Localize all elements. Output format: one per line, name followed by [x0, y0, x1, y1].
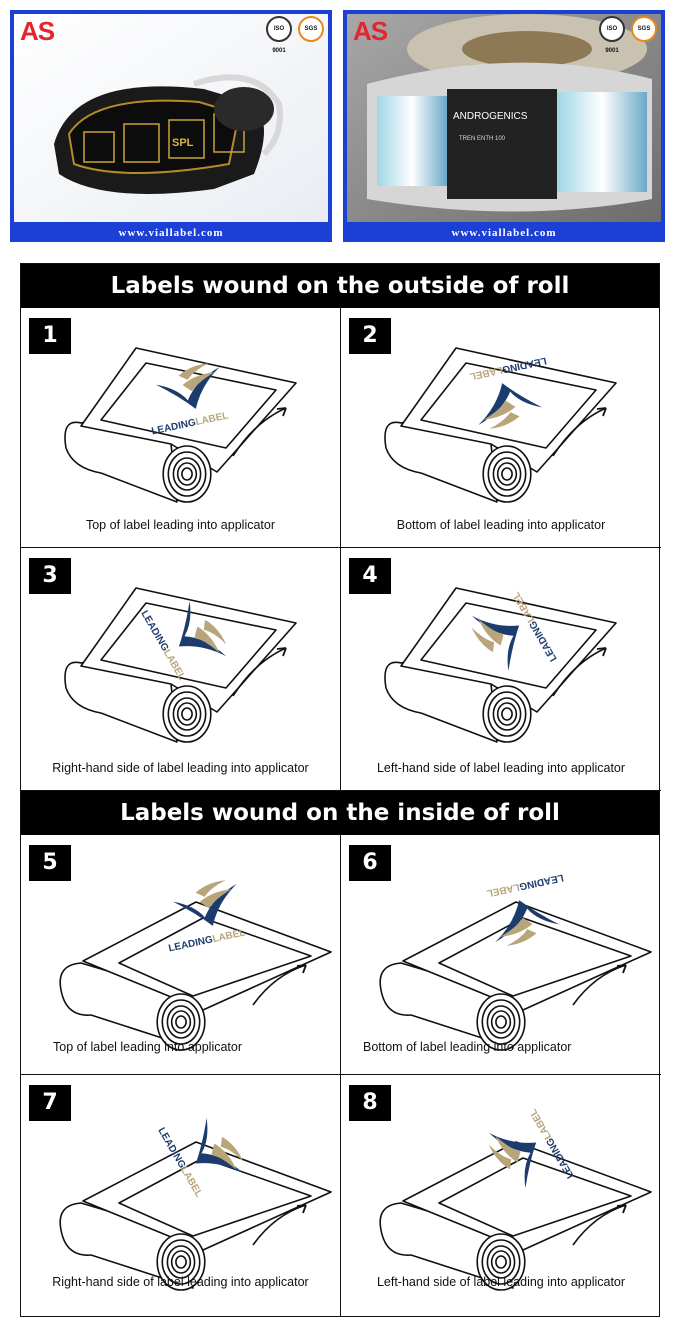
- winding-cell-5: 5 LEADINGLABEL Top of label leading into…: [21, 835, 341, 1075]
- cell-caption: Left-hand side of label leading into app…: [376, 761, 626, 775]
- photo-product-text: SPL: [172, 137, 194, 149]
- section-title-outside: Labels wound on the outside of roll: [21, 264, 659, 308]
- winding-cell-1: 1 LEADINGLABEL Top of label leading into…: [21, 308, 341, 548]
- cell-number: 8: [349, 1085, 391, 1121]
- sgs-cert-icon: SGS: [631, 16, 657, 42]
- roll-photo-spl: SPL: [14, 14, 328, 222]
- label-roll-photo: ANDROGENICS TREN ENTH 100: [347, 14, 661, 222]
- iso-cert-icon: ISO 9001: [266, 16, 292, 54]
- photo-url: www.viallabel.com: [451, 227, 557, 239]
- roll-diagram-4: LEADINGLABEL: [384, 587, 617, 743]
- cert-badges: ISO 9001 SGS: [599, 16, 657, 54]
- roll-diagram-2: LEADINGLABEL: [384, 347, 617, 503]
- photo-product-subtext: TREN ENTH 100: [459, 136, 506, 142]
- brand-logo: AS: [353, 16, 388, 46]
- photo-url: www.viallabel.com: [118, 227, 224, 239]
- cell-number: 6: [349, 845, 391, 881]
- cell-number: 1: [29, 318, 71, 354]
- section-title-inside: Labels wound on the inside of roll: [21, 791, 659, 835]
- winding-cell-6: 6 LEADINGLABEL Bottom of label leading i…: [341, 835, 661, 1075]
- roll-diagram-5: LEADINGLABEL: [59, 880, 332, 1051]
- cell-caption: Right-hand side of label leading into ap…: [52, 761, 309, 775]
- cell-caption: Top of label leading into applicator: [53, 1040, 243, 1054]
- cell-number: 4: [349, 558, 391, 594]
- iso-cert-icon: ISO 9001: [599, 16, 625, 54]
- photo-panel-left: SPL AS ISO 9001 SGS www.viallabel.com: [10, 10, 332, 242]
- sgs-cert-icon: SGS: [298, 16, 324, 42]
- label-roll-photo: SPL: [14, 14, 328, 222]
- brand-logo: AS: [20, 16, 55, 46]
- roll-diagram-8: LEADINGLABEL: [379, 1107, 652, 1291]
- winding-cell-3: 3 LEADINGLABEL Right-hand side of label …: [21, 548, 341, 791]
- cell-number: 3: [29, 558, 71, 594]
- cell-caption: Bottom of label leading into applicator: [396, 518, 606, 532]
- winding-cell-2: 2 LEADINGLABEL Bottom of label leading i…: [341, 308, 661, 548]
- roll-diagram-7: LEADINGLABEL: [59, 1118, 332, 1291]
- roll-diagram-3: LEADINGLABEL: [64, 587, 297, 743]
- roll-diagram-6: LEADINGLABEL: [379, 872, 652, 1051]
- winding-cell-8: 8 LEADINGLABEL Left-hand side of label l…: [341, 1075, 661, 1316]
- cell-caption: Bottom of label leading into applicator: [363, 1040, 572, 1054]
- winding-diagram: Labels wound on the outside of roll 1 LE…: [20, 263, 661, 1317]
- cell-number: 7: [29, 1085, 71, 1121]
- roll-diagram-1: LEADINGLABEL: [64, 347, 297, 503]
- roll-photo-androgenics: ANDROGENICS TREN ENTH 100: [347, 14, 661, 222]
- cell-number: 5: [29, 845, 71, 881]
- cell-caption: Top of label leading into applicator: [85, 518, 276, 532]
- photo-product-text: ANDROGENICS: [453, 111, 528, 122]
- cell-caption: Right-hand side of label leading into ap…: [52, 1275, 309, 1289]
- leading-label-text: LEADINGLABEL: [486, 872, 565, 899]
- cert-badges: ISO 9001 SGS: [266, 16, 324, 54]
- cell-caption: Left-hand side of label leading into app…: [376, 1275, 626, 1289]
- cell-number: 2: [349, 318, 391, 354]
- photo-panel-right: ANDROGENICS TREN ENTH 100 AS ISO 9001 SG…: [343, 10, 665, 242]
- winding-cell-7: 7 LEADINGLABEL Right-hand side of label …: [21, 1075, 341, 1316]
- winding-cell-4: 4 LEADINGLABEL Left-hand side of label l…: [341, 548, 661, 791]
